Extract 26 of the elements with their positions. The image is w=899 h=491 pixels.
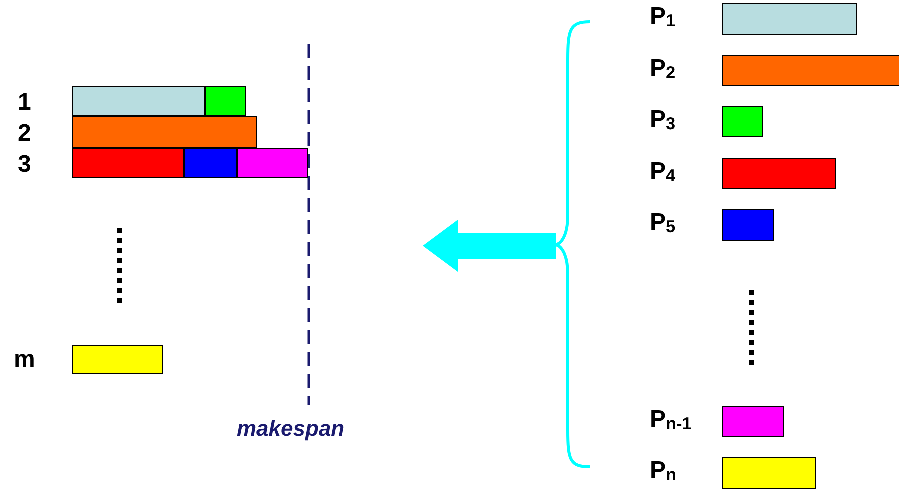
task-bar xyxy=(72,148,184,178)
job-label: P$_{4}$ xyxy=(650,160,676,185)
task-bar xyxy=(722,55,899,86)
machine-label: 2 xyxy=(18,122,32,146)
task-bar xyxy=(205,86,246,116)
machine-label: m xyxy=(14,348,36,372)
job-label: P$_{n}$ xyxy=(650,459,677,484)
job-label: P$_{1}$ xyxy=(650,5,676,30)
task-bar xyxy=(722,406,784,437)
task-bar xyxy=(237,148,308,178)
task-bar xyxy=(72,86,205,116)
machine-label: 3 xyxy=(18,153,32,177)
task-bar xyxy=(722,106,763,137)
task-bar xyxy=(72,116,257,148)
machine-label: 1 xyxy=(18,91,32,115)
job-label: P$_{5}$ xyxy=(650,211,676,236)
task-bar xyxy=(72,345,163,374)
makespan-label: makespan xyxy=(237,418,345,440)
task-bar xyxy=(722,3,857,35)
task-bar xyxy=(722,209,774,241)
task-bar xyxy=(722,457,816,489)
job-label: P$_{n-1}$ xyxy=(650,408,692,433)
job-label: P$_{3}$ xyxy=(650,108,676,133)
job-label: P$_{2}$ xyxy=(650,57,676,82)
task-bar xyxy=(184,148,237,178)
task-bar xyxy=(722,158,836,189)
